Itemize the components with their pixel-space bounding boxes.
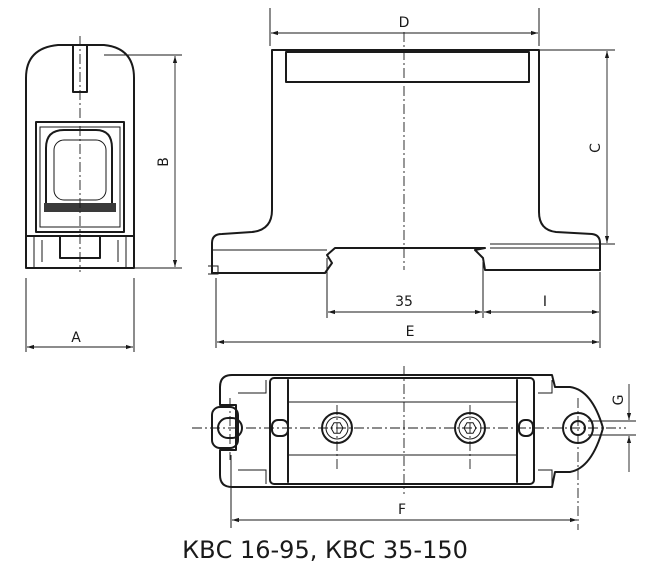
- top-view: [192, 366, 626, 530]
- top-corner-clip-bl: [238, 469, 267, 484]
- label-e: E: [406, 324, 415, 340]
- side-clamp-block: [45, 129, 113, 206]
- front-left-foot: [208, 265, 219, 275]
- label-a: A: [71, 330, 81, 346]
- side-view: [25, 36, 135, 272]
- top-body-outline: [219, 374, 604, 488]
- dimension-c: C: [490, 49, 615, 245]
- front-view: [208, 32, 601, 275]
- label-d: D: [399, 15, 410, 31]
- front-body-outline: [211, 49, 601, 274]
- label-c: C: [588, 143, 604, 153]
- top-corner-clip-tl: [238, 380, 267, 394]
- dimension-d: D: [269, 8, 540, 46]
- label-l: I: [543, 294, 547, 310]
- side-body-outline: [25, 44, 135, 269]
- label-g: G: [611, 395, 627, 406]
- dimension-b: B: [104, 54, 182, 269]
- top-corner-clip-tr: [538, 380, 553, 394]
- dimension-a: A: [25, 278, 135, 352]
- top-corner-clip-br: [538, 469, 553, 484]
- side-base-left-notch: [33, 236, 43, 268]
- dimension-f: F: [230, 455, 577, 528]
- top-inner-body: [269, 377, 535, 485]
- front-top-band: [285, 51, 530, 83]
- side-base-right-notch: [117, 236, 127, 268]
- dimension-e: E: [215, 278, 599, 348]
- label-f: F: [398, 502, 406, 518]
- dimension-l: I: [484, 272, 601, 348]
- drawing-caption: КВС 16-95, КВС 35-150: [182, 536, 468, 564]
- dimension-35: 35: [326, 258, 484, 318]
- top-left-eyelet-tab: [211, 406, 239, 449]
- label-b: B: [156, 157, 172, 167]
- label-35: 35: [395, 294, 413, 310]
- dimension-g: G: [588, 384, 636, 472]
